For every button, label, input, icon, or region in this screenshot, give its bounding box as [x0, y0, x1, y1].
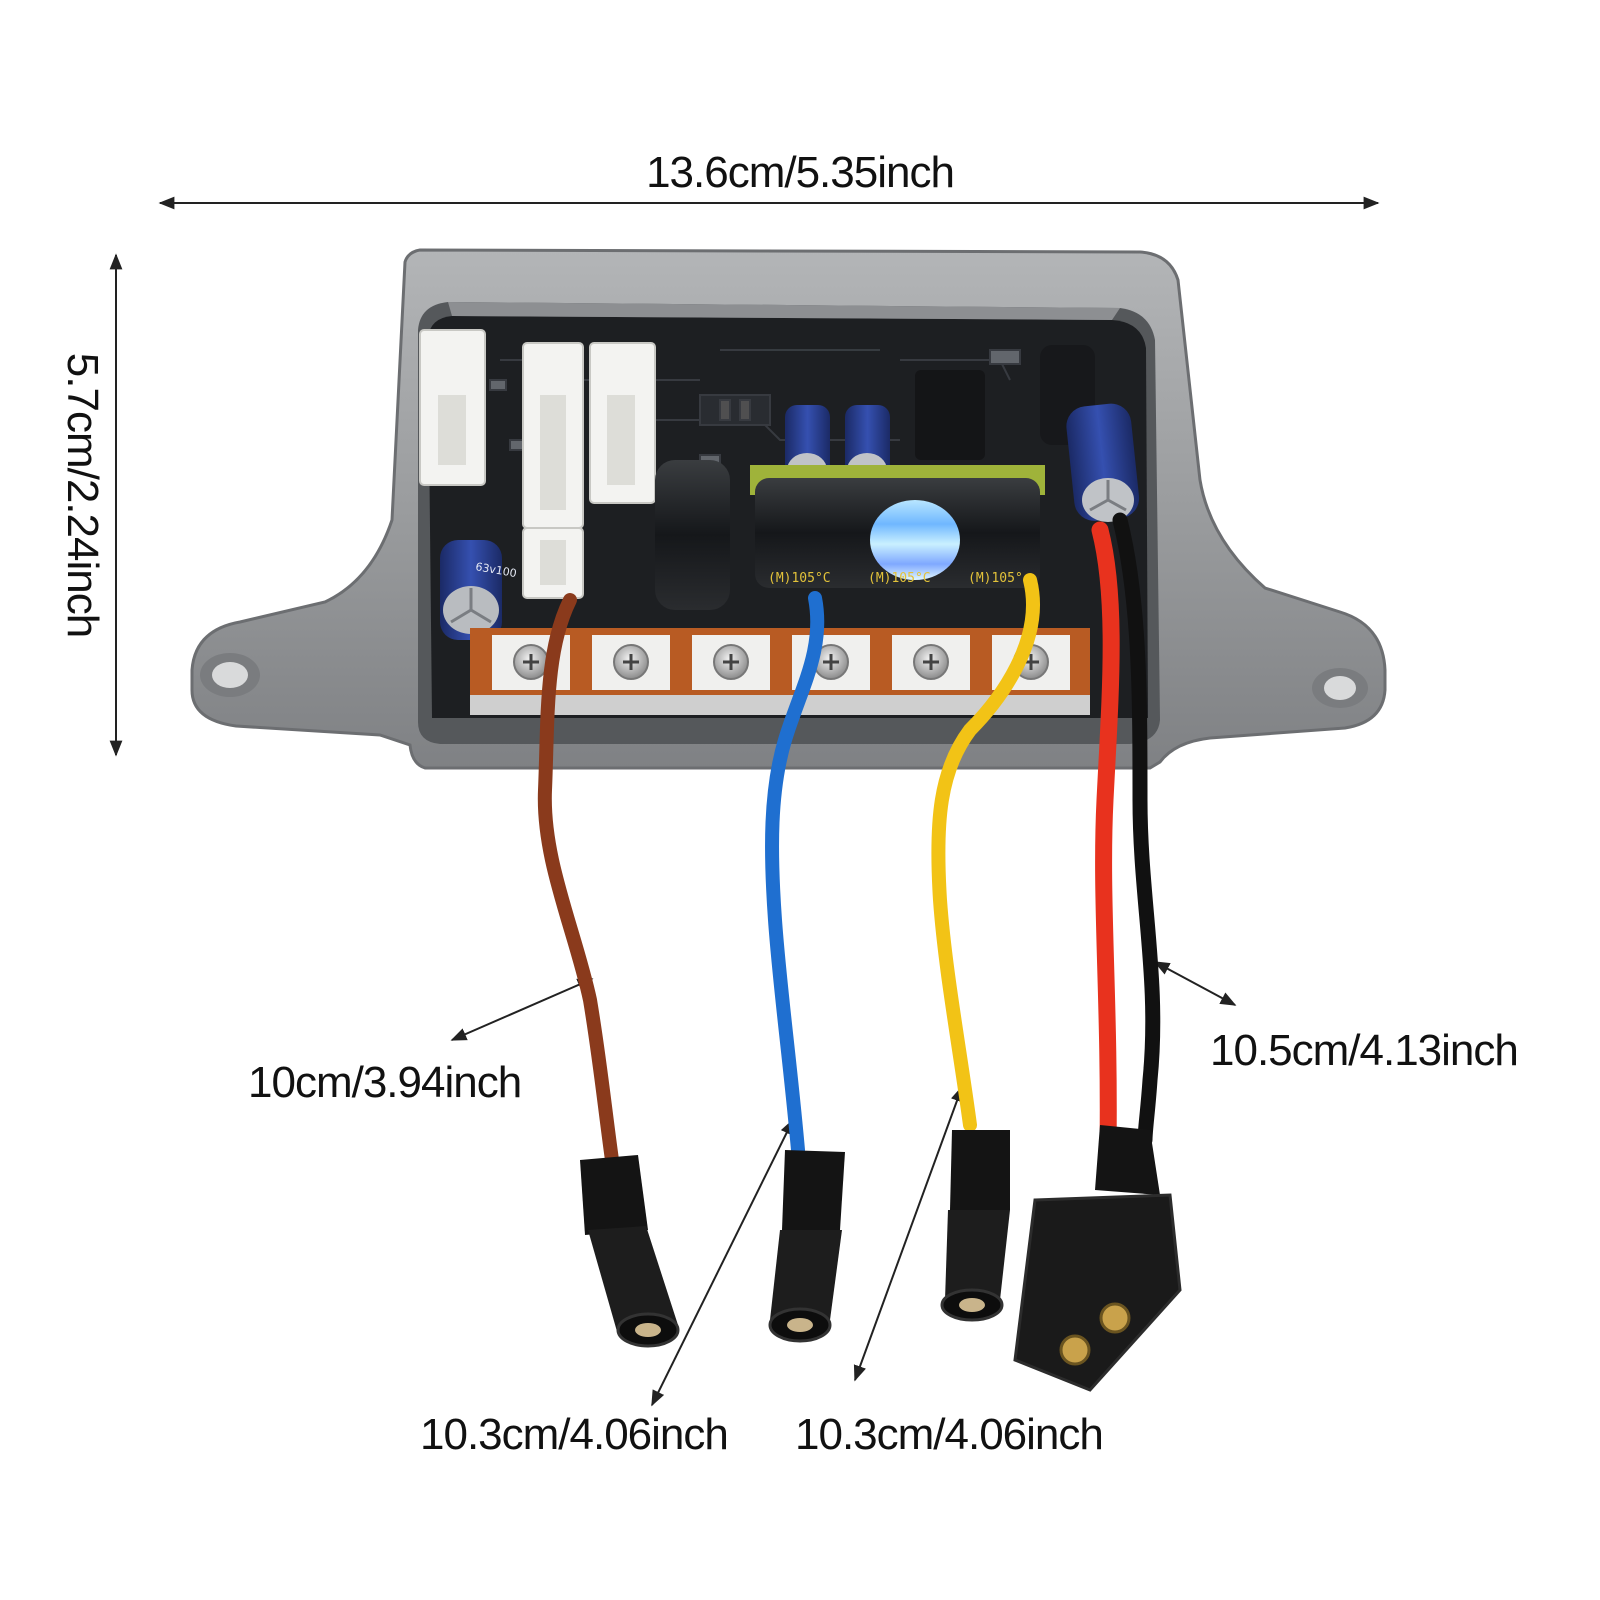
black-capacitor-left [655, 460, 730, 610]
capacitor-rating-mid: (M)105°C [868, 571, 931, 586]
yellow-wire-pointer [853, 1085, 964, 1382]
blue-capacitor-right [1040, 345, 1140, 522]
yellow-wire [931, 573, 1040, 1132]
width-dimension-label: 13.6cm/5.35inch [646, 148, 955, 197]
mosfet-block [915, 370, 985, 460]
brown-bullet-connector [580, 1155, 680, 1348]
yellow-bullet-connector [940, 1130, 1010, 1322]
blue-wire [765, 591, 825, 1157]
black-wire [1112, 512, 1161, 1148]
blue-bullet-connector [768, 1150, 845, 1343]
brown-wire [537, 593, 619, 1167]
brown-wire-length-label: 10cm/3.94inch [248, 1058, 522, 1107]
height-dimension-label: 5.7cm/2.24inch [58, 352, 107, 638]
blue-wire-length-label: 10.3cm/4.06inch [420, 1410, 729, 1459]
brown-wire-pointer [450, 978, 594, 1041]
large-capacitor: (M)105°C (M)105°C (M)105° [750, 465, 1045, 588]
power-wire-pointer [1153, 961, 1237, 1006]
white-connector-right [589, 342, 656, 504]
power-wire-length-label: 10.5cm/4.13inch [1210, 1026, 1519, 1075]
capacitor-rating-left: (M)105°C [768, 571, 831, 586]
white-connector-left [419, 329, 486, 486]
blue-wire-pointer [651, 1118, 794, 1407]
xt-power-connector [1013, 1125, 1182, 1392]
white-connector-bottom [522, 527, 584, 599]
terminal-strip [470, 628, 1090, 715]
red-wire [1091, 521, 1120, 1159]
yellow-wire-length-label: 10.3cm/4.06inch [795, 1410, 1104, 1459]
small-blue-capacitor-left: 63v100 [440, 540, 518, 640]
white-connector-middle-tall [522, 342, 584, 529]
capacitor-rating-right: (M)105° [968, 571, 1023, 586]
